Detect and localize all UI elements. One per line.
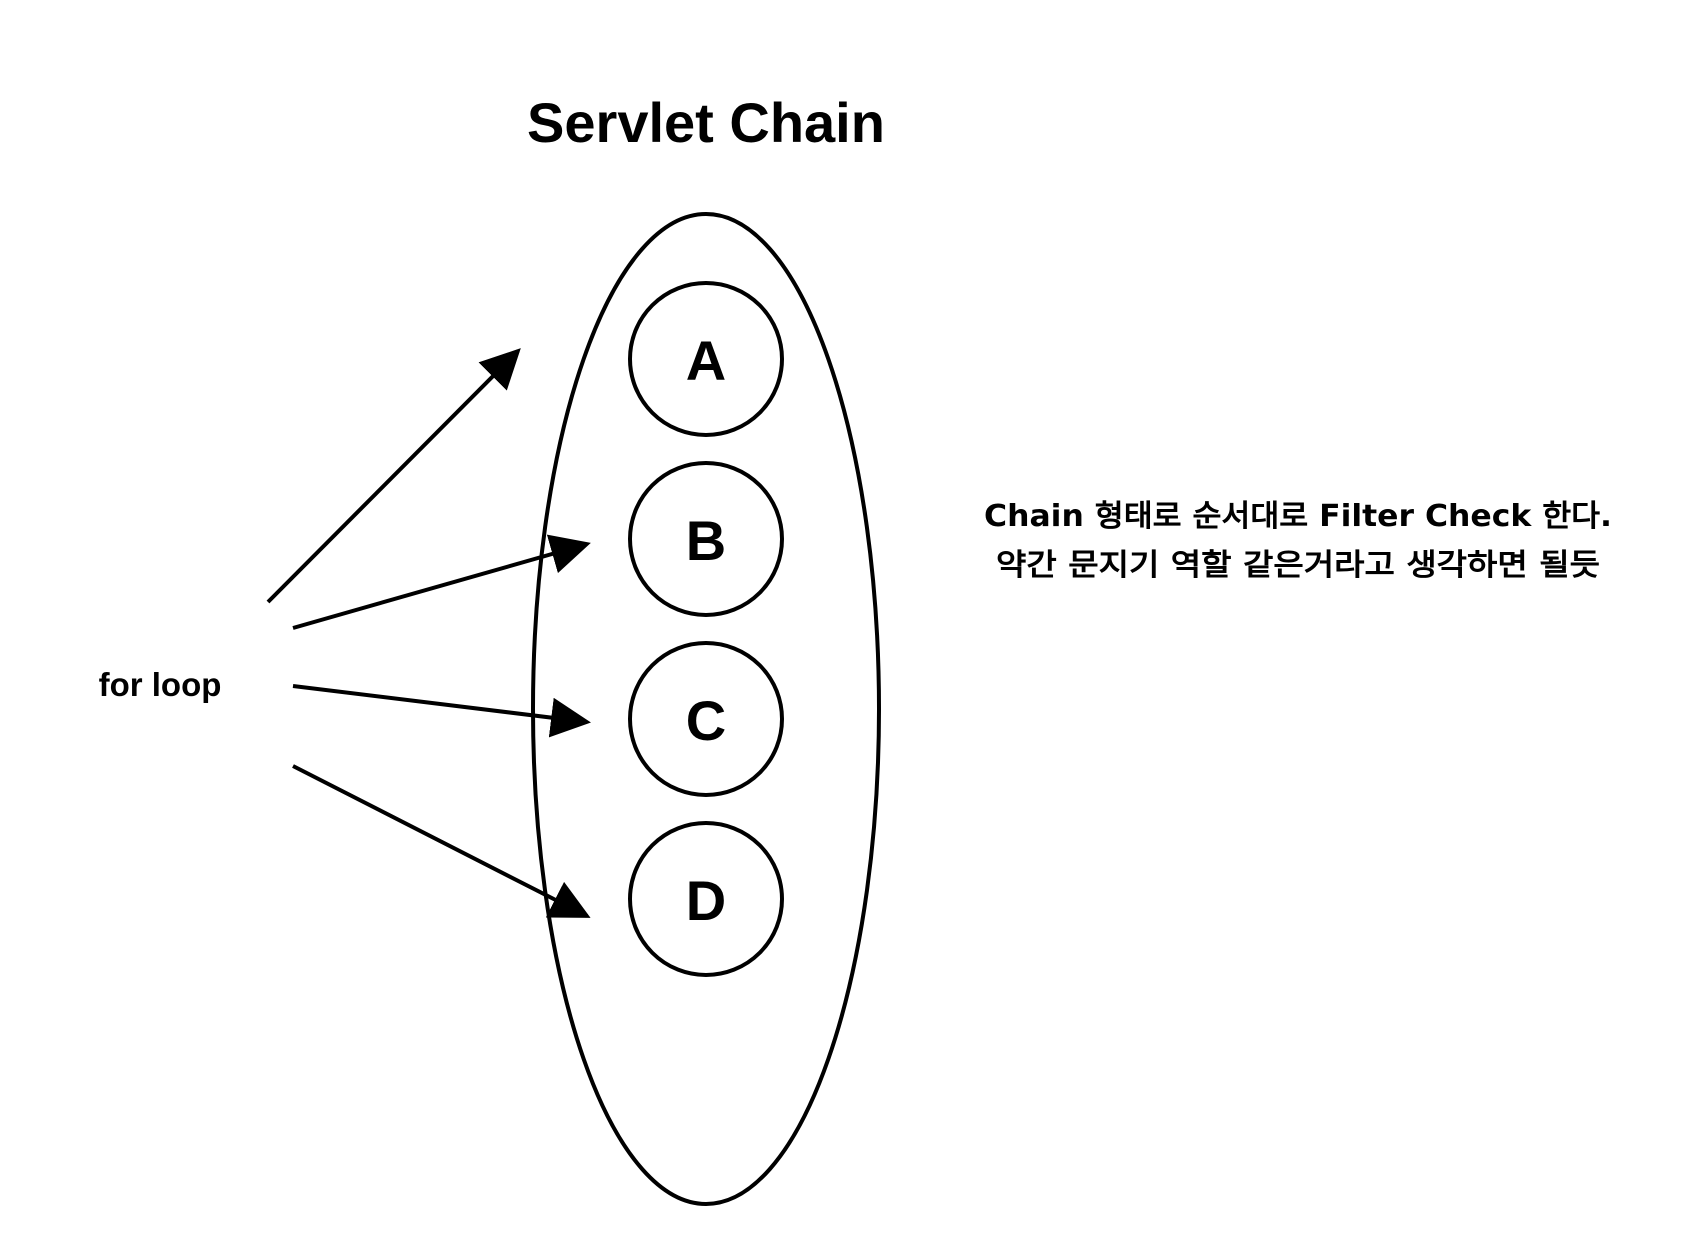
arrow-to-node-c: [292, 684, 591, 738]
chain-node-c-circle: [628, 641, 784, 797]
chain-node-b-label: B: [686, 509, 726, 572]
chain-node-d-circle: [628, 821, 784, 977]
chain-node-a-circle: [628, 281, 784, 437]
arrow-to-node-d: [292, 764, 591, 918]
chain-node-d-label: D: [686, 869, 726, 932]
chain-node-a-label: A: [686, 329, 726, 392]
arrow-to-top: [266, 348, 521, 604]
chain-container-ellipse: [531, 212, 881, 1206]
loop-arrows: [266, 348, 591, 918]
note-line-2: 약간 문지기 역할 같은거라고 생각하면 될듯: [996, 548, 1600, 583]
chain-node-a: A: [628, 281, 784, 437]
for-loop-label: for loop: [99, 666, 222, 703]
chain-node-b: B: [628, 461, 784, 617]
page-title: Servlet Chain: [527, 91, 885, 154]
chain-node-c-label: C: [686, 689, 726, 752]
chain-node-d: D: [628, 821, 784, 977]
chain-node-c: C: [628, 641, 784, 797]
chain-node-b-circle: [628, 461, 784, 617]
arrow-to-node-b: [292, 534, 591, 630]
note-line-1: Chain 형태로 순서대로 Filter Check 한다.: [984, 499, 1612, 534]
